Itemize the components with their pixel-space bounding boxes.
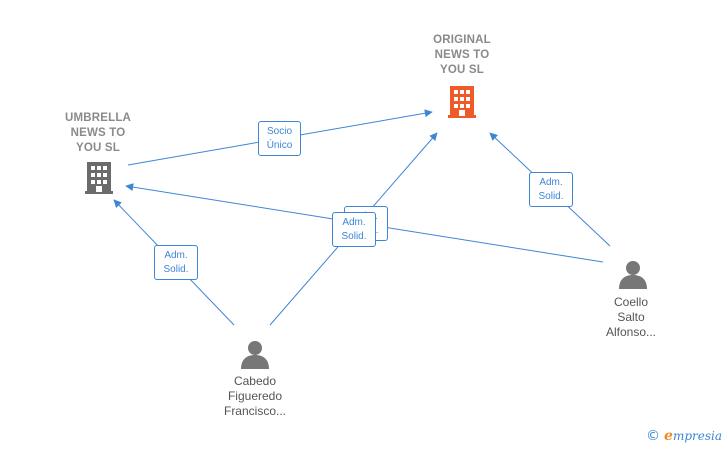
person-icon[interactable] [241, 341, 269, 369]
person-label-cabedo[interactable]: Cabedo Figueredo Francisco... [223, 374, 286, 418]
edge-label-coello-original: Adm. Solid. [529, 172, 573, 207]
brand-logo-letter: e [664, 428, 673, 444]
building-icon[interactable] [448, 86, 476, 118]
person-icon[interactable] [619, 261, 647, 289]
company-label-original[interactable]: ORIGINAL NEWS TO YOU SL [433, 34, 491, 76]
edge-label-cabedo-umbrella: Adm. Solid. [154, 245, 198, 280]
brand-logo-text: mpresia [672, 429, 722, 443]
company-label-umbrella[interactable]: UMBRELLA NEWS TO YOU SL [64, 112, 132, 154]
person-label-coello[interactable]: Coello Salto Alfonso... [605, 295, 657, 339]
building-icon[interactable] [85, 162, 113, 194]
edge-label-socio-unico: Socio Único [258, 121, 301, 156]
copyright-icon: © [646, 428, 661, 444]
edge-label-cabedo-original: Adm. Solid. [332, 212, 376, 247]
brand-footer: ©empresia [646, 428, 722, 444]
